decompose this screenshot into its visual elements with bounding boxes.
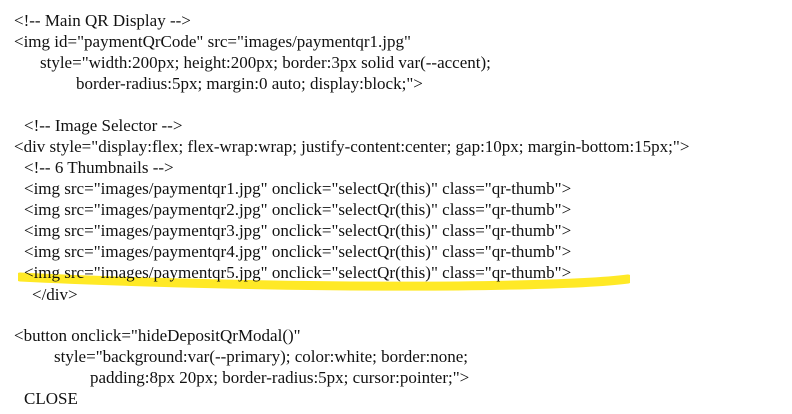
comment-main-qr-display: <!-- Main QR Display -->	[14, 11, 191, 30]
thumbnail-img-4: <img src="images/paymentqr4.jpg" onclick…	[24, 242, 572, 261]
thumbnail-img-3: <img src="images/paymentqr3.jpg" onclick…	[24, 221, 572, 240]
button-close-label: CLOSE	[24, 389, 78, 408]
comment-image-selector: <!-- Image Selector -->	[24, 116, 183, 135]
div-closing-tag: </div>	[32, 285, 78, 304]
img-payment-qr-code-tag: <img id="paymentQrCode" src="images/paym…	[14, 32, 411, 51]
button-close-tag: <button onclick="hideDepositQrModal()"	[14, 326, 301, 345]
thumbnail-img-2: <img src="images/paymentqr2.jpg" onclick…	[24, 200, 572, 219]
thumbnail-img-1: <img src="images/paymentqr1.jpg" onclick…	[24, 179, 572, 198]
button-style-attribute-line-1: style="background:var(--primary); color:…	[54, 347, 469, 366]
div-thumbnail-container: <div style="display:flex; flex-wrap:wrap…	[14, 137, 690, 156]
img-style-attribute-line-1: style="width:200px; height:200px; border…	[40, 53, 491, 72]
img-style-attribute-line-2: border-radius:5px; margin:0 auto; displa…	[76, 74, 423, 93]
comment-6-thumbnails: <!-- 6 Thumbnails -->	[24, 158, 174, 177]
thumbnail-img-5-highlighted: <img src="images/paymentqr5.jpg" onclick…	[24, 263, 572, 282]
button-style-attribute-line-2: padding:8px 20px; border-radius:5px; cur…	[90, 368, 470, 387]
